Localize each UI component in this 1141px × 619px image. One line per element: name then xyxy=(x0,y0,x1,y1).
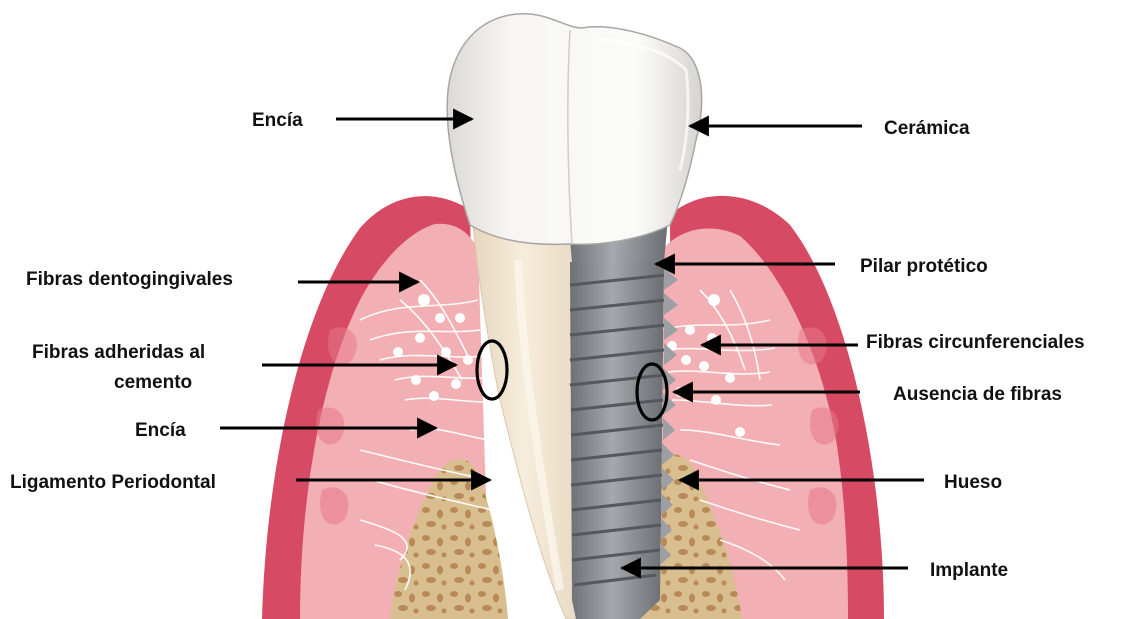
tooth-crown xyxy=(447,14,701,245)
label-fibras-circunferenciales: Fibras circunferenciales xyxy=(866,332,1085,353)
label-fibras-dentogingivales: Fibras dentogingivales xyxy=(26,269,233,290)
label-hueso: Hueso xyxy=(944,472,1002,493)
label-encia-top: Encía xyxy=(252,110,303,131)
label-ceramica: Cerámica xyxy=(884,118,970,139)
label-fibras-adheridas-line2: cemento xyxy=(114,372,192,393)
label-fibras-adheridas-line1: Fibras adheridas al xyxy=(32,342,205,363)
label-ausencia-fibras: Ausencia de fibras xyxy=(893,384,1062,405)
label-implante: Implante xyxy=(930,560,1008,581)
label-ligamento-periodontal: Ligamento Periodontal xyxy=(10,472,216,493)
label-pilar-protetico: Pilar protético xyxy=(860,256,988,277)
label-encia-mid: Encía xyxy=(135,420,186,441)
